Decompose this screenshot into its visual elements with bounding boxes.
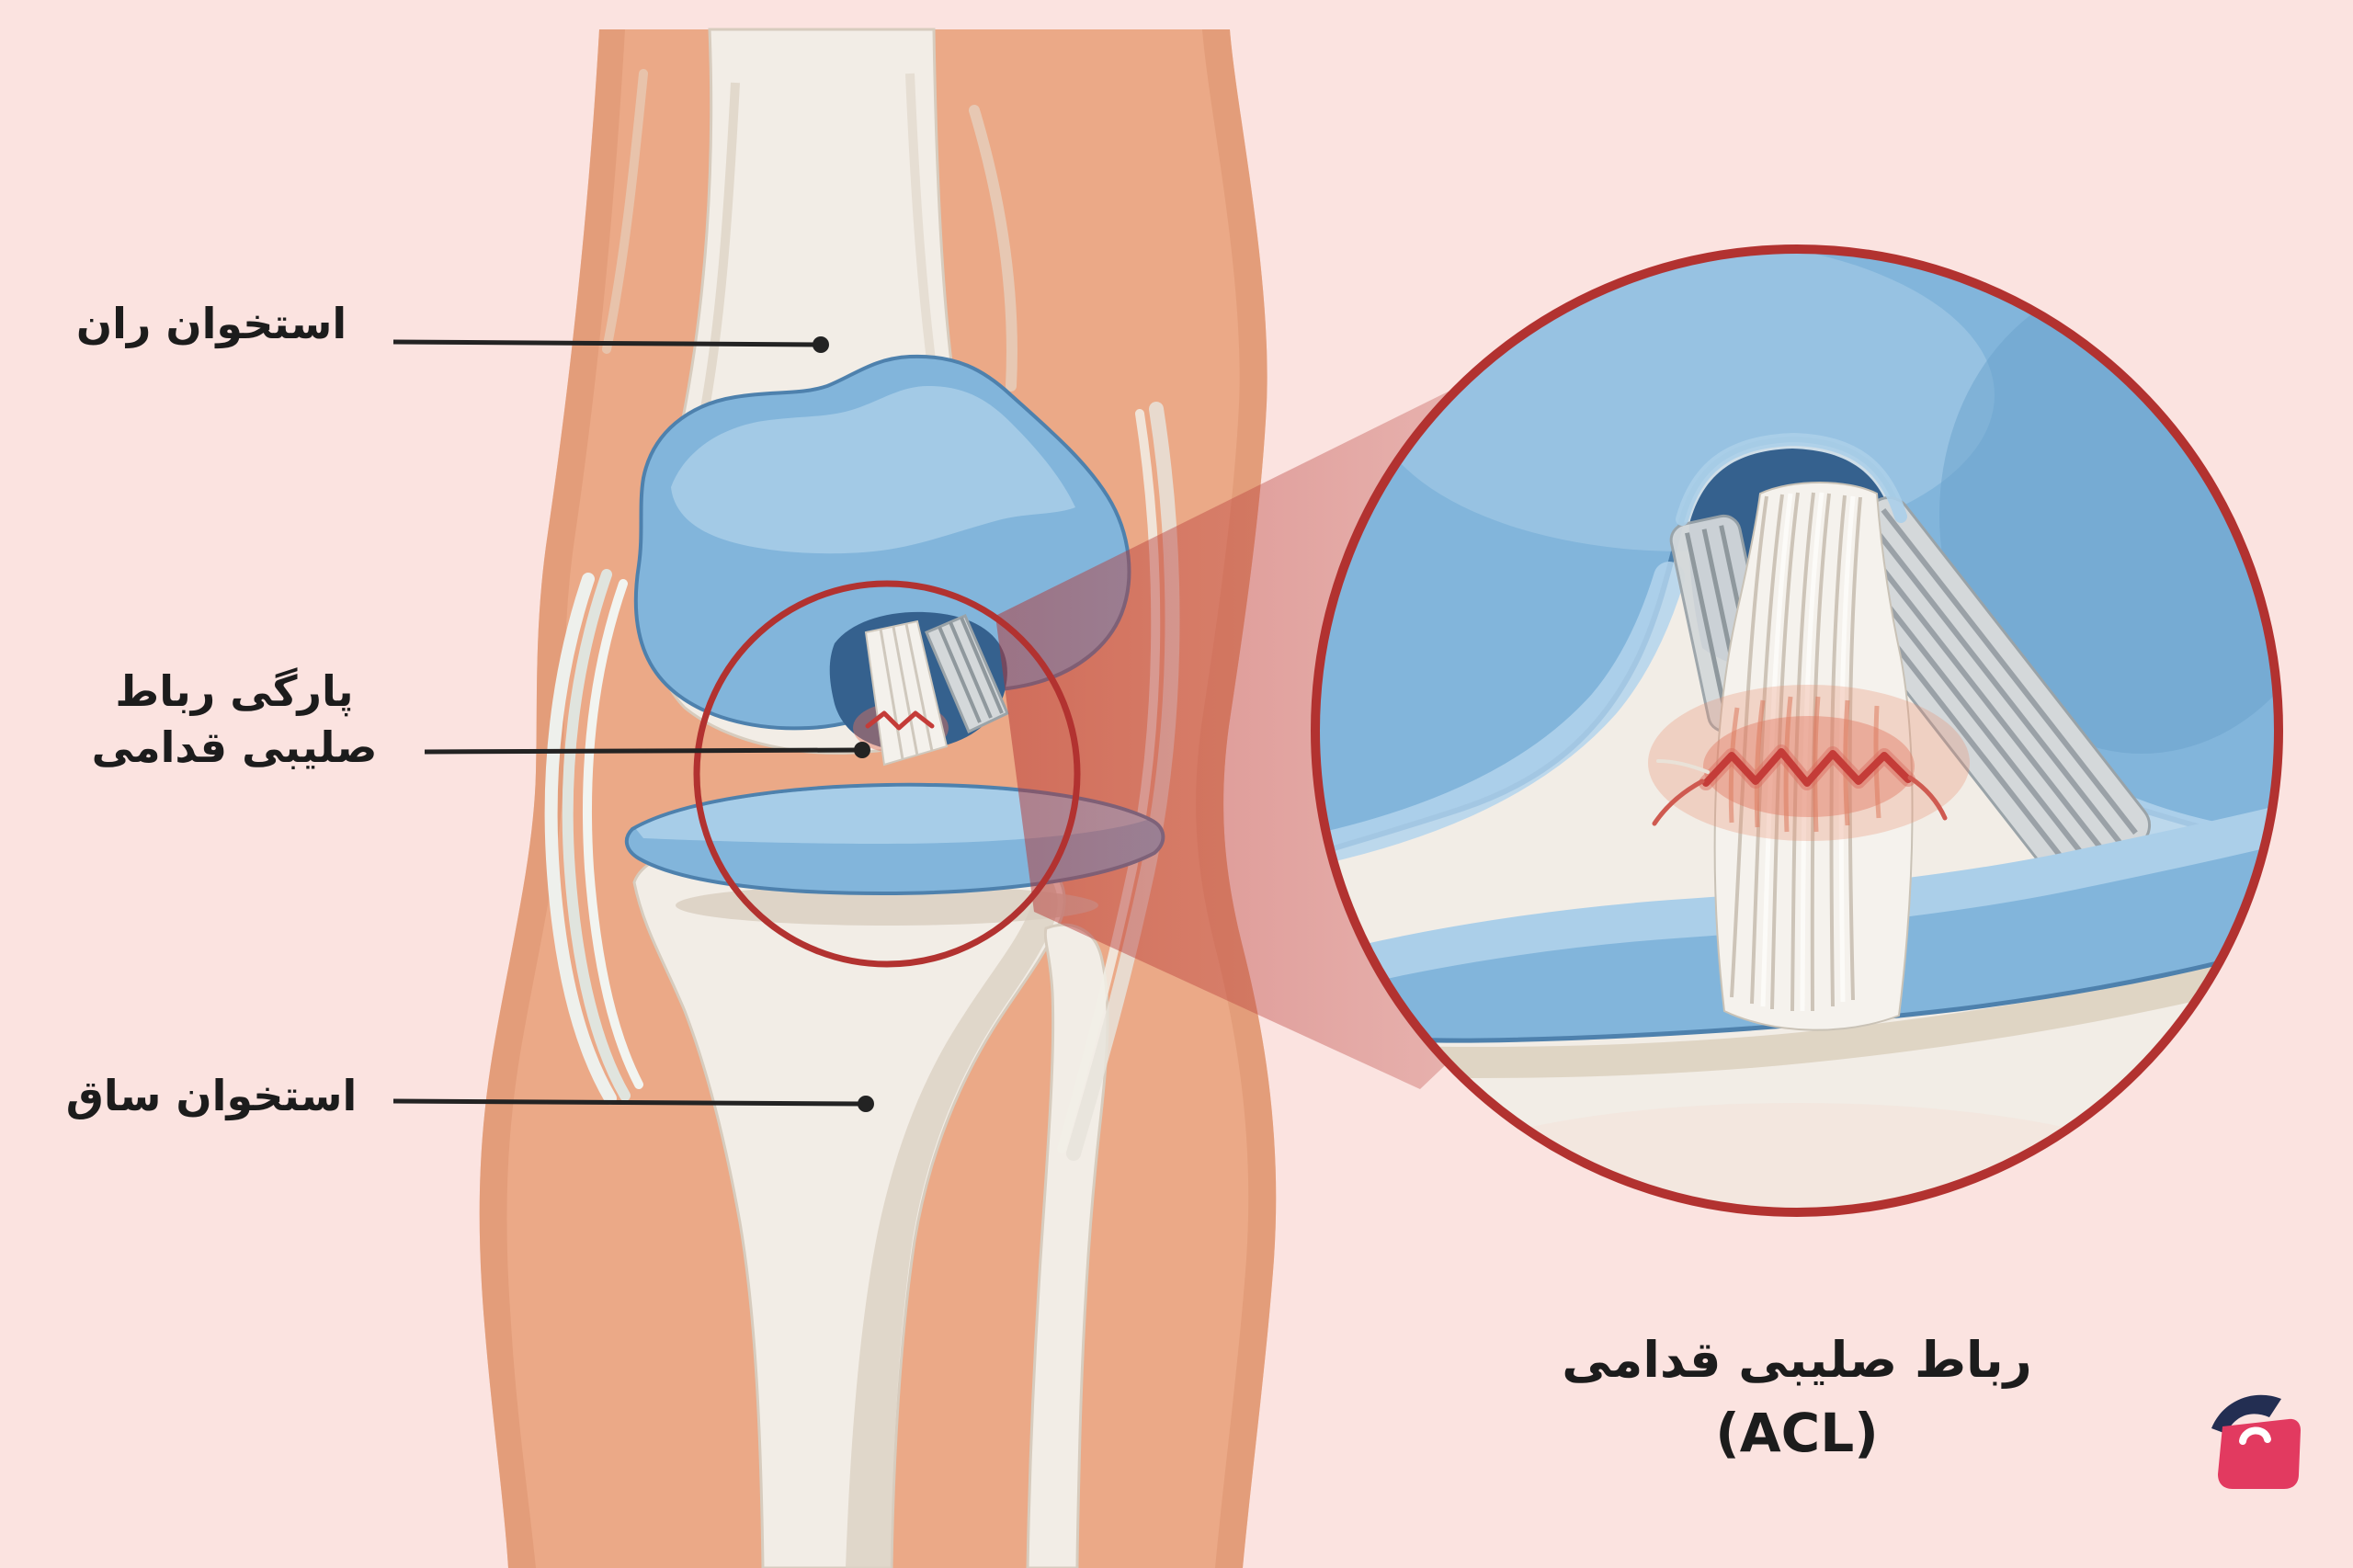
medial-ligament — [544, 569, 643, 1105]
femur-label-text: استخوان ران — [75, 299, 347, 348]
highlight-circle — [693, 580, 1081, 968]
bone-tint — [1402, 1103, 2192, 1212]
brand-logo-swoosh — [2211, 1394, 2281, 1434]
leader-lines — [392, 336, 874, 1112]
arch-rim — [1676, 432, 1907, 526]
acl-tear-label-line1: پارگی رباط — [115, 666, 354, 716]
acl-tear-label: پارگی رباط صلیبی قدامی — [51, 664, 418, 775]
acl-caption-text: رباط صلیبی قدامی — [1562, 1331, 2032, 1389]
magnifier-rim — [1311, 244, 2283, 1217]
tibia-label-text: استخوان ساق — [65, 1071, 358, 1120]
skin-shading-right — [1196, 29, 1277, 1568]
femur-label: استخوان ران — [37, 296, 386, 352]
brand-logo-bag — [2218, 1418, 2301, 1489]
acl-ligament-small — [853, 619, 949, 767]
brand-logo-handle — [2239, 1426, 2271, 1445]
acl-tear-small — [865, 710, 935, 731]
acl-tear-label-line2: صلیبی قدامی — [91, 722, 378, 772]
acl-caption: رباط صلیبی قدامی (ACL) — [1429, 1331, 2165, 1464]
pcl-ligament-small — [925, 614, 1009, 734]
magnified-view — [1311, 244, 2283, 1217]
brand-logo — [2211, 1394, 2301, 1489]
leg-illustration — [479, 28, 1277, 1568]
joint-shadow — [676, 885, 1098, 926]
acl-tear — [1648, 685, 1970, 841]
acl-caption-abbr: (ACL) — [1715, 1402, 1879, 1464]
femoral-condyle — [1315, 249, 2279, 869]
tibia-label: استخوان ساق — [37, 1068, 386, 1124]
